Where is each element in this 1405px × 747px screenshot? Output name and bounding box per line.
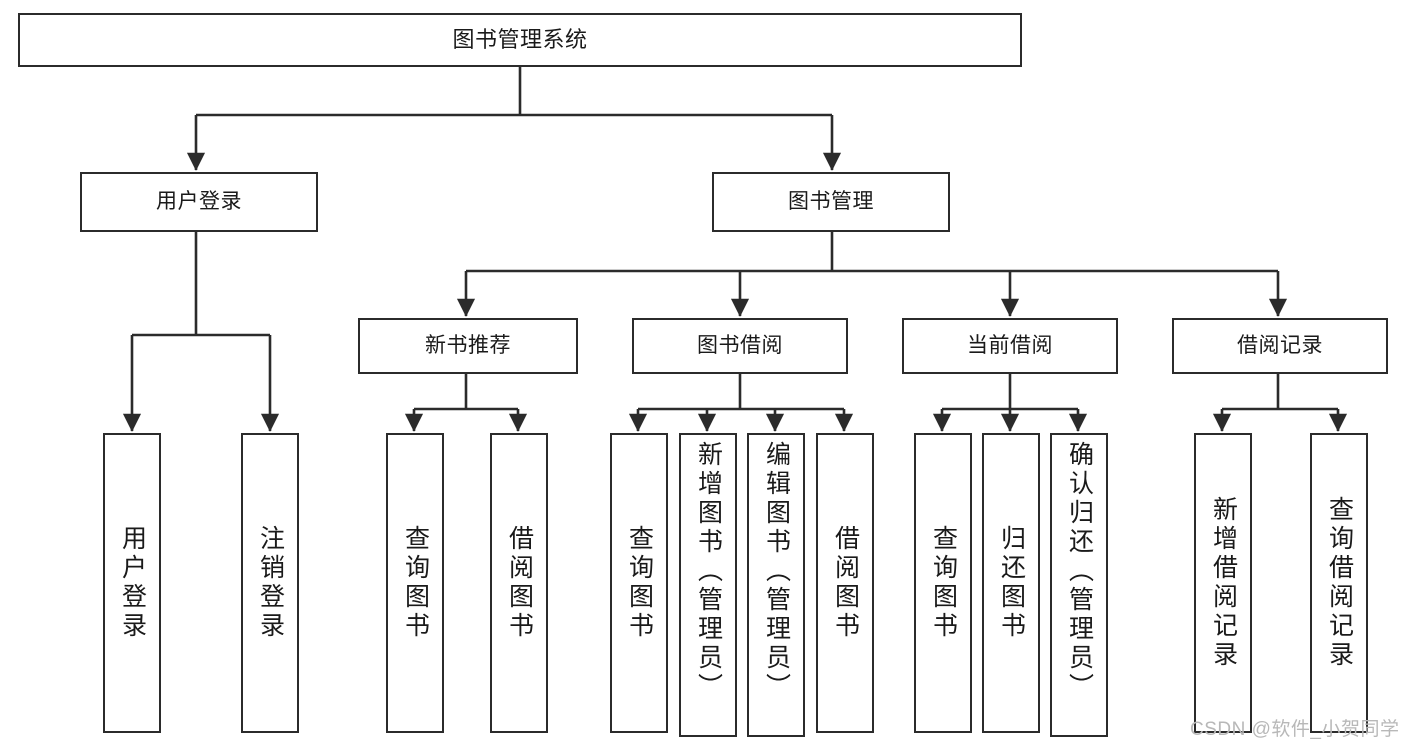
node-borrowing-record[interactable]: 借阅记录	[1172, 318, 1388, 374]
node-leaf-query-book-newbook[interactable]: 查询图书	[386, 433, 444, 733]
node-leaf-add-book-admin-label: 新增图书（管理员）	[694, 441, 723, 702]
node-book-borrowing[interactable]: 图书借阅	[632, 318, 848, 374]
node-leaf-borrow-book-borrow-label: 借阅图书	[831, 525, 860, 641]
node-leaf-user-login-label: 用户登录	[118, 525, 147, 641]
node-leaf-query-book-borrow-label: 查询图书	[625, 525, 654, 641]
node-leaf-borrow-book-newbook[interactable]: 借阅图书	[490, 433, 548, 733]
node-leaf-borrow-book-borrow[interactable]: 借阅图书	[816, 433, 874, 733]
node-new-book-recommendation[interactable]: 新书推荐	[358, 318, 578, 374]
node-leaf-edit-book-admin[interactable]: 编辑图书（管理员）	[747, 433, 805, 737]
node-user-login-label: 用户登录	[156, 189, 242, 213]
node-root-book-management-system[interactable]: 图书管理系统	[18, 13, 1022, 67]
node-book-borrowing-label: 图书借阅	[697, 333, 783, 357]
node-book-management[interactable]: 图书管理	[712, 172, 950, 232]
node-leaf-return-book-label: 归还图书	[997, 525, 1026, 641]
node-leaf-user-login[interactable]: 用户登录	[103, 433, 161, 733]
node-leaf-logout-label: 注销登录	[256, 525, 285, 641]
node-leaf-query-borrowing-record[interactable]: 查询借阅记录	[1310, 433, 1368, 733]
node-leaf-add-book-admin[interactable]: 新增图书（管理员）	[679, 433, 737, 737]
node-new-book-recommendation-label: 新书推荐	[425, 333, 511, 357]
csdn-watermark: CSDN @软件_小贺同学	[1190, 719, 1400, 740]
node-leaf-add-borrowing-record-label: 新增借阅记录	[1209, 496, 1238, 670]
node-leaf-query-borrowing-record-label: 查询借阅记录	[1325, 496, 1354, 670]
node-book-management-label: 图书管理	[788, 189, 874, 213]
node-leaf-confirm-return-admin[interactable]: 确认归还（管理员）	[1050, 433, 1108, 737]
node-leaf-borrow-book-newbook-label: 借阅图书	[505, 525, 534, 641]
node-leaf-query-book-current[interactable]: 查询图书	[914, 433, 972, 733]
node-leaf-query-book-borrow[interactable]: 查询图书	[610, 433, 668, 733]
node-borrowing-record-label: 借阅记录	[1237, 333, 1323, 357]
node-leaf-query-book-current-label: 查询图书	[929, 525, 958, 641]
node-root-label: 图书管理系统	[452, 27, 588, 53]
node-current-borrowing[interactable]: 当前借阅	[902, 318, 1118, 374]
node-leaf-add-borrowing-record[interactable]: 新增借阅记录	[1194, 433, 1252, 733]
node-leaf-return-book[interactable]: 归还图书	[982, 433, 1040, 733]
node-leaf-query-book-newbook-label: 查询图书	[401, 525, 430, 641]
node-leaf-confirm-return-admin-label: 确认归还（管理员）	[1065, 441, 1094, 702]
node-current-borrowing-label: 当前借阅	[967, 333, 1053, 357]
node-leaf-logout[interactable]: 注销登录	[241, 433, 299, 733]
node-leaf-edit-book-admin-label: 编辑图书（管理员）	[762, 441, 791, 702]
node-user-login[interactable]: 用户登录	[80, 172, 318, 232]
